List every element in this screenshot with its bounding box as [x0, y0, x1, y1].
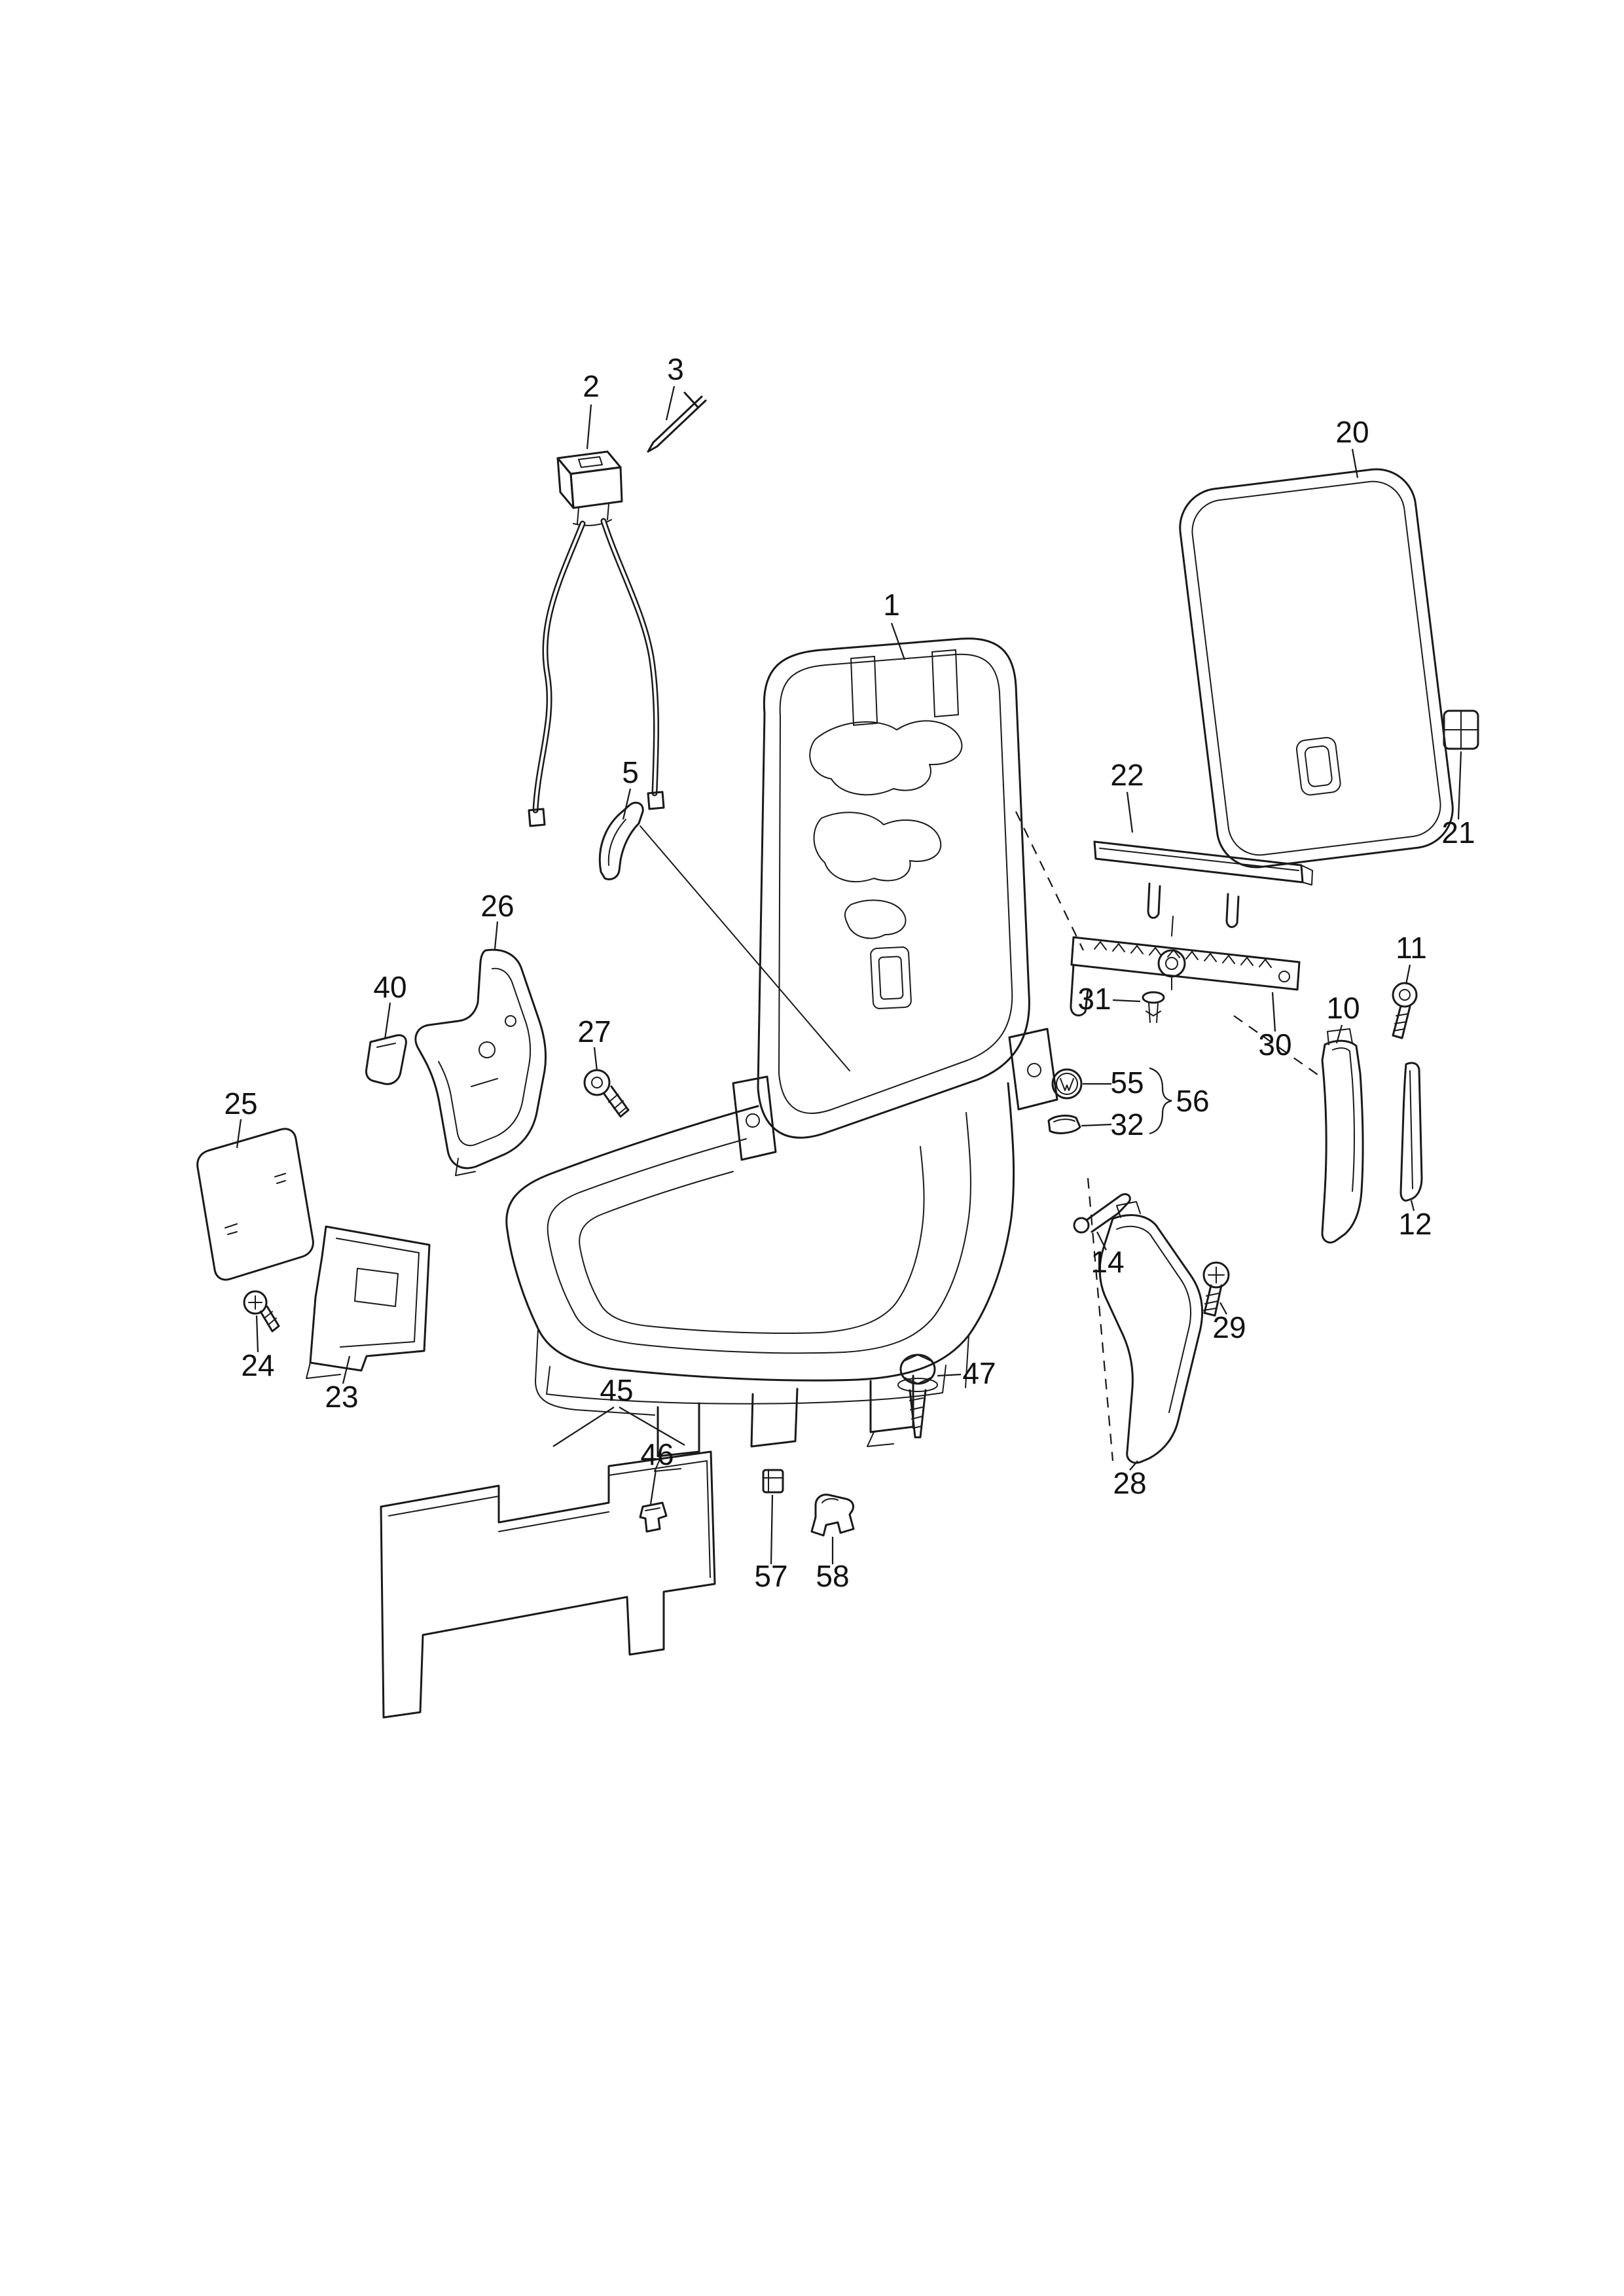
callout-label-29: 29	[1212, 1310, 1246, 1344]
part-20-backrest-panel	[1179, 468, 1454, 869]
part-25-cover-panel	[196, 1128, 314, 1281]
part-24-screw	[243, 1290, 280, 1333]
callout-label-46: 46	[640, 1437, 674, 1471]
part-21-clip	[1443, 709, 1479, 750]
callout-label-22: 22	[1110, 758, 1144, 792]
leader-lines	[236, 386, 1462, 1565]
callout-label-3: 3	[667, 352, 684, 386]
callout-label-2: 2	[583, 369, 600, 403]
callout-label-58: 58	[816, 1559, 849, 1593]
part-11-screw	[1392, 982, 1418, 1039]
part-23-bracket-panel	[306, 1225, 431, 1379]
callout-label-20: 20	[1335, 415, 1369, 449]
part-45-lower-panel	[380, 1450, 716, 1719]
callout-labels: 1 2 3 5 10 11 12 14 20 21 22 23 24 25 26…	[224, 352, 1475, 1593]
callout-label-31: 31	[1077, 982, 1111, 1016]
part-10-pillar-trim	[1321, 1028, 1364, 1244]
callout-label-55: 55	[1110, 1066, 1144, 1100]
part-40-clip	[365, 1034, 407, 1085]
part-2-release-handle	[528, 450, 665, 827]
part-3-pin	[647, 391, 707, 453]
part-29-screw	[1202, 1261, 1230, 1317]
callout-label-26: 26	[480, 889, 514, 923]
callout-label-25: 25	[224, 1086, 257, 1121]
part-12-trim-strip	[1399, 1062, 1423, 1202]
callout-label-28: 28	[1113, 1466, 1146, 1500]
callout-label-10: 10	[1326, 991, 1360, 1025]
callout-label-57: 57	[754, 1559, 787, 1593]
callout-label-27: 27	[577, 1014, 611, 1049]
callout-label-32: 32	[1110, 1107, 1144, 1141]
part-30-mounting-rail	[1070, 936, 1301, 1016]
part-47-bolt	[897, 1354, 938, 1439]
callout-label-21: 21	[1441, 816, 1475, 850]
callout-label-5: 5	[622, 755, 639, 789]
callout-label-12: 12	[1398, 1207, 1432, 1241]
part-27-screw	[583, 1069, 630, 1118]
part-28-side-trim-panel	[1098, 1201, 1204, 1464]
callout-label-11: 11	[1396, 931, 1427, 965]
callout-label-40: 40	[373, 970, 406, 1004]
callout-label-56: 56	[1176, 1084, 1209, 1118]
part-57-clip	[762, 1469, 784, 1494]
callout-label-24: 24	[241, 1348, 274, 1382]
callout-label-14: 14	[1091, 1245, 1124, 1279]
dashed-reference-lines	[1015, 811, 1320, 1462]
callout-label-1: 1	[883, 588, 900, 622]
callout-label-47: 47	[962, 1356, 996, 1390]
part-31-push-pin	[1142, 991, 1165, 1023]
part-46-clip	[639, 1501, 668, 1533]
callout-label-30: 30	[1258, 1028, 1291, 1062]
part-58-clamp	[810, 1494, 855, 1537]
part-32-clip-bracket	[1047, 1115, 1081, 1134]
part-1-seat-frame	[505, 637, 1058, 1472]
part-22-crossbar	[1093, 840, 1313, 937]
part-5-guide-strip	[598, 801, 644, 880]
callout-label-23: 23	[325, 1380, 358, 1414]
part-26-side-bracket	[414, 948, 547, 1176]
part-55-emblem-cap	[1051, 1068, 1083, 1100]
callout-label-45: 45	[600, 1373, 633, 1407]
part-14-crank-handle	[1073, 1193, 1131, 1234]
